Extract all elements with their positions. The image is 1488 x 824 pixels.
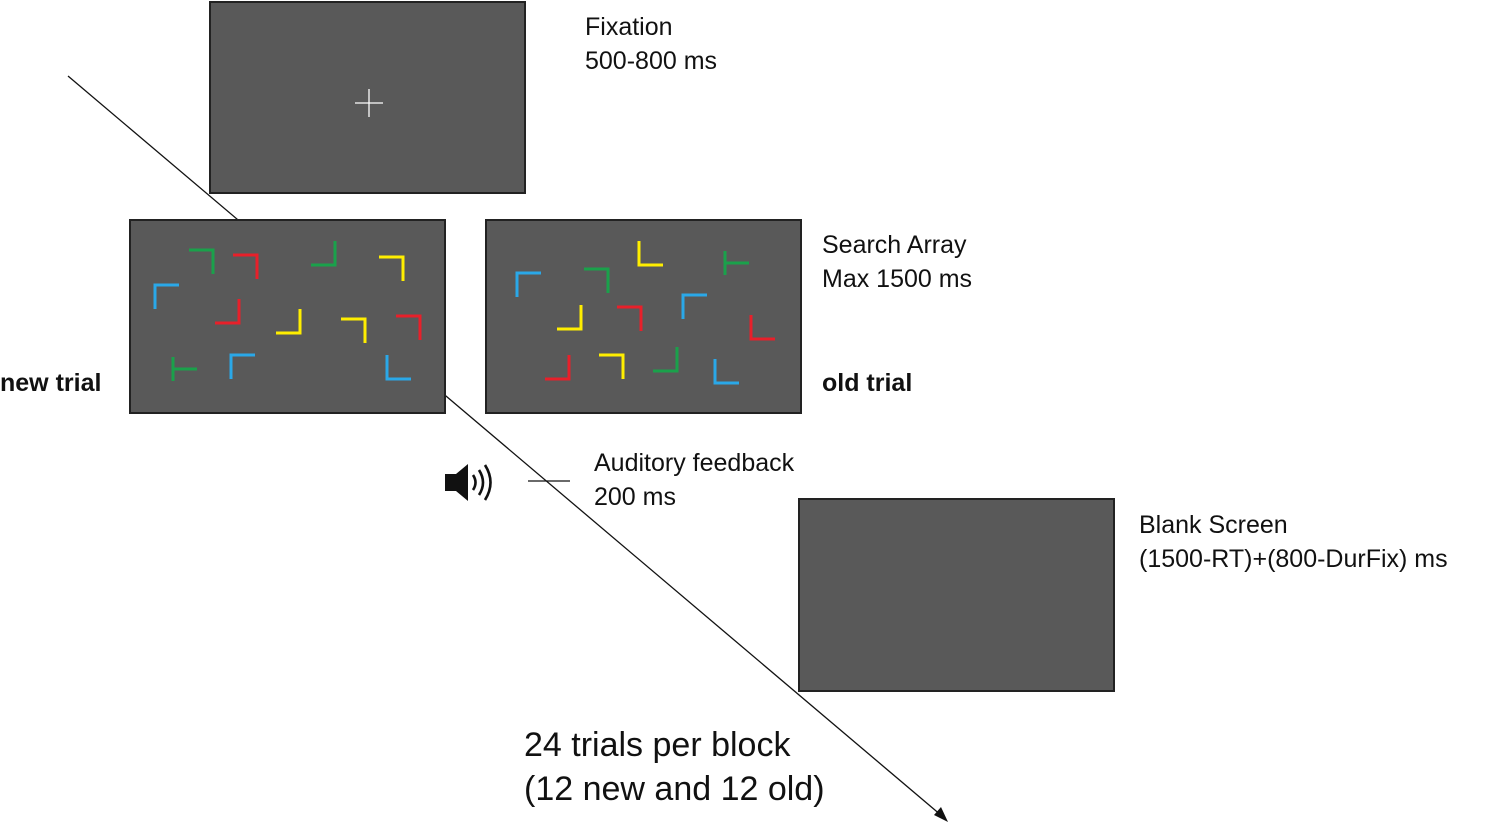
search-item [311, 241, 337, 267]
new-trial-screen [129, 219, 446, 414]
search-item [515, 271, 541, 297]
search-item [584, 267, 610, 293]
old-trial-screen [485, 219, 802, 414]
search-item [723, 251, 749, 275]
blank-duration: (1500-RT)+(800-DurFix) ms [1139, 545, 1448, 573]
feedback-duration: 200 ms [594, 483, 676, 511]
search-item [637, 241, 663, 267]
block-line-1: 24 trials per block [524, 726, 791, 764]
search-item [189, 248, 215, 274]
search-item [385, 355, 411, 381]
fixation-cross-icon [355, 89, 383, 117]
fixation-title: Fixation [585, 13, 673, 41]
search-item [379, 255, 405, 281]
search-label: Search Array Max 1500 ms [822, 228, 972, 296]
search-duration: Max 1500 ms [822, 265, 973, 293]
search-item [215, 299, 241, 325]
fixation-duration: 500-800 ms [585, 47, 718, 75]
blank-screen [798, 498, 1115, 692]
search-item [396, 314, 422, 340]
search-item [617, 305, 643, 331]
search-item [229, 353, 255, 379]
search-item [233, 253, 259, 279]
search-item [341, 317, 367, 343]
new-trial-array [153, 241, 422, 381]
search-item [545, 355, 571, 381]
search-item [153, 283, 179, 309]
blank-title: Blank Screen [1139, 511, 1288, 539]
feedback-tick [528, 480, 570, 482]
fixation-screen [209, 1, 526, 194]
blank-label: Blank Screen (1500-RT)+(800-DurFix) ms [1139, 508, 1448, 576]
search-item [171, 357, 197, 381]
search-item [749, 315, 775, 341]
search-item [653, 347, 679, 373]
search-item [681, 293, 707, 319]
search-item [276, 309, 302, 335]
old-trial-label: old trial [822, 369, 913, 397]
block-line-2: (12 new and 12 old) [524, 770, 825, 808]
search-item [713, 359, 739, 385]
search-item [599, 353, 625, 379]
old-trial-array [515, 241, 775, 385]
feedback-label: Auditory feedback 200 ms [594, 446, 794, 514]
feedback-title: Auditory feedback [594, 449, 795, 477]
block-note: 24 trials per block (12 new and 12 old) [524, 723, 825, 811]
search-title: Search Array [822, 231, 967, 259]
new-trial-label: new trial [0, 369, 102, 397]
search-item [557, 305, 583, 331]
fixation-label: Fixation 500-800 ms [585, 10, 717, 78]
speaker-icon [445, 464, 492, 501]
